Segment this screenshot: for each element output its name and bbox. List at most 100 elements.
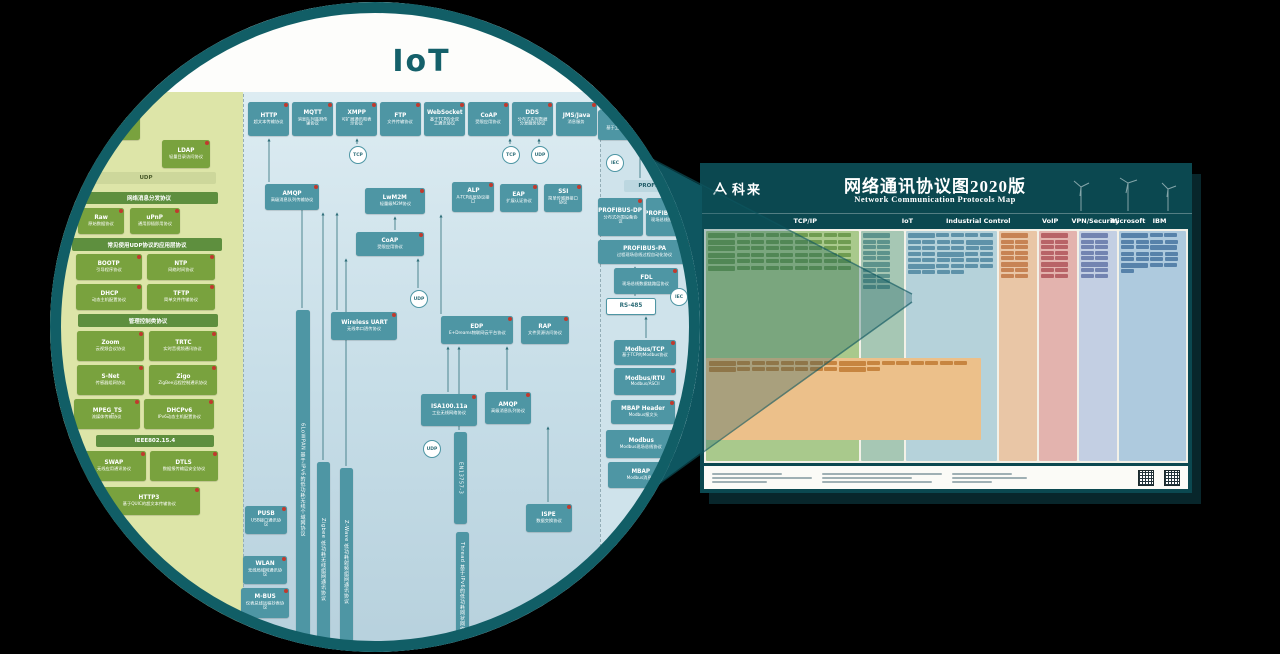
- decor-block: [907, 246, 921, 250]
- decor-block: [838, 367, 866, 373]
- decor-block: [862, 239, 876, 244]
- decor-block: [862, 245, 876, 249]
- decor-block: [922, 239, 936, 244]
- decor-block: [751, 233, 764, 237]
- brand-logo: 科来: [712, 179, 762, 198]
- decor-block: [751, 265, 764, 270]
- decor-block: [1121, 239, 1135, 244]
- decor-block: [950, 233, 964, 237]
- nav-voip: VoIP: [1041, 217, 1059, 225]
- decor-block: [877, 256, 891, 260]
- decor-block: [922, 246, 936, 250]
- decor-block: [980, 258, 994, 262]
- decor-block: [907, 233, 935, 238]
- decor-block: [951, 246, 965, 250]
- decor-block: [1135, 245, 1149, 249]
- protocol-box-rs485: RS-485: [606, 298, 656, 315]
- poster: 科来 网络通讯协议图2020版 Network Communication Pr…: [700, 163, 1192, 493]
- node-tcp: TCP: [502, 146, 520, 164]
- decor-block: [965, 239, 993, 245]
- decor-block: [965, 246, 979, 250]
- decor-block: [1121, 269, 1135, 273]
- decor-block: [1121, 251, 1135, 256]
- decor-block: [809, 233, 822, 237]
- decor-block: [780, 246, 793, 250]
- decor-block: [780, 367, 794, 372]
- decor-block: [708, 252, 735, 258]
- decor-block: [823, 239, 837, 244]
- decor-block: [708, 360, 736, 366]
- node-udp: UDP: [531, 146, 549, 164]
- decor-block: [910, 360, 924, 365]
- decor-block: [877, 250, 891, 255]
- decor-block: [794, 265, 808, 270]
- decor-block: [1095, 250, 1109, 255]
- decor-block: [765, 246, 779, 250]
- decor-block: [965, 258, 979, 262]
- decor-block: [780, 265, 793, 270]
- decor-block: [751, 367, 765, 372]
- decor-block: [877, 279, 891, 283]
- decor-block: [980, 246, 994, 250]
- decor-block: [794, 239, 808, 244]
- decor-block: [1149, 262, 1163, 267]
- decor-block: [1121, 257, 1135, 261]
- band-udp-apps: 常见使用UDP协议的应用层协议: [72, 238, 222, 251]
- decor-block: [1055, 245, 1069, 249]
- decor-block: [922, 251, 936, 256]
- decor-block: [838, 252, 851, 257]
- decor-block: [1164, 251, 1178, 256]
- decor-block: [881, 360, 895, 365]
- decor-block: [809, 252, 822, 257]
- decor-block: [862, 250, 876, 255]
- protocol-bar-thread: Thread 基于IPv6的低功耗网状网络协议: [456, 532, 469, 652]
- decor-block: [838, 246, 851, 250]
- decor-block: [838, 239, 851, 244]
- decor-block: [951, 270, 965, 274]
- protocol-bar-zwave: Z-Wave 低功耗射频组网通讯协议: [340, 468, 353, 652]
- decor-block: [809, 259, 822, 263]
- decor-block: [1055, 256, 1069, 260]
- decor-block: [1040, 250, 1054, 255]
- decor-block: [780, 259, 793, 263]
- nav-microsoft: Microsoft: [1110, 217, 1146, 225]
- decor-block: [907, 251, 921, 256]
- decor-block: [877, 245, 891, 249]
- decor-block: [1000, 245, 1014, 249]
- decor-block: [1015, 250, 1029, 255]
- decor-block: [939, 360, 953, 365]
- decor-block: [766, 367, 780, 372]
- decor-block: [765, 259, 779, 263]
- decor-block: [794, 259, 808, 263]
- decor-block: [1000, 239, 1014, 244]
- decor-block: [1150, 239, 1164, 244]
- decor-block: [936, 239, 950, 244]
- decor-block: [1055, 273, 1069, 278]
- wind-turbines-art: [1073, 177, 1177, 211]
- decor-block: [1000, 261, 1028, 267]
- decor-block: [867, 360, 881, 365]
- decor-block: [1040, 268, 1054, 272]
- node-tcp: TCP: [349, 146, 367, 164]
- section-divider: [243, 94, 244, 652]
- decor-block: [824, 360, 838, 365]
- poster-footer: [704, 466, 1188, 489]
